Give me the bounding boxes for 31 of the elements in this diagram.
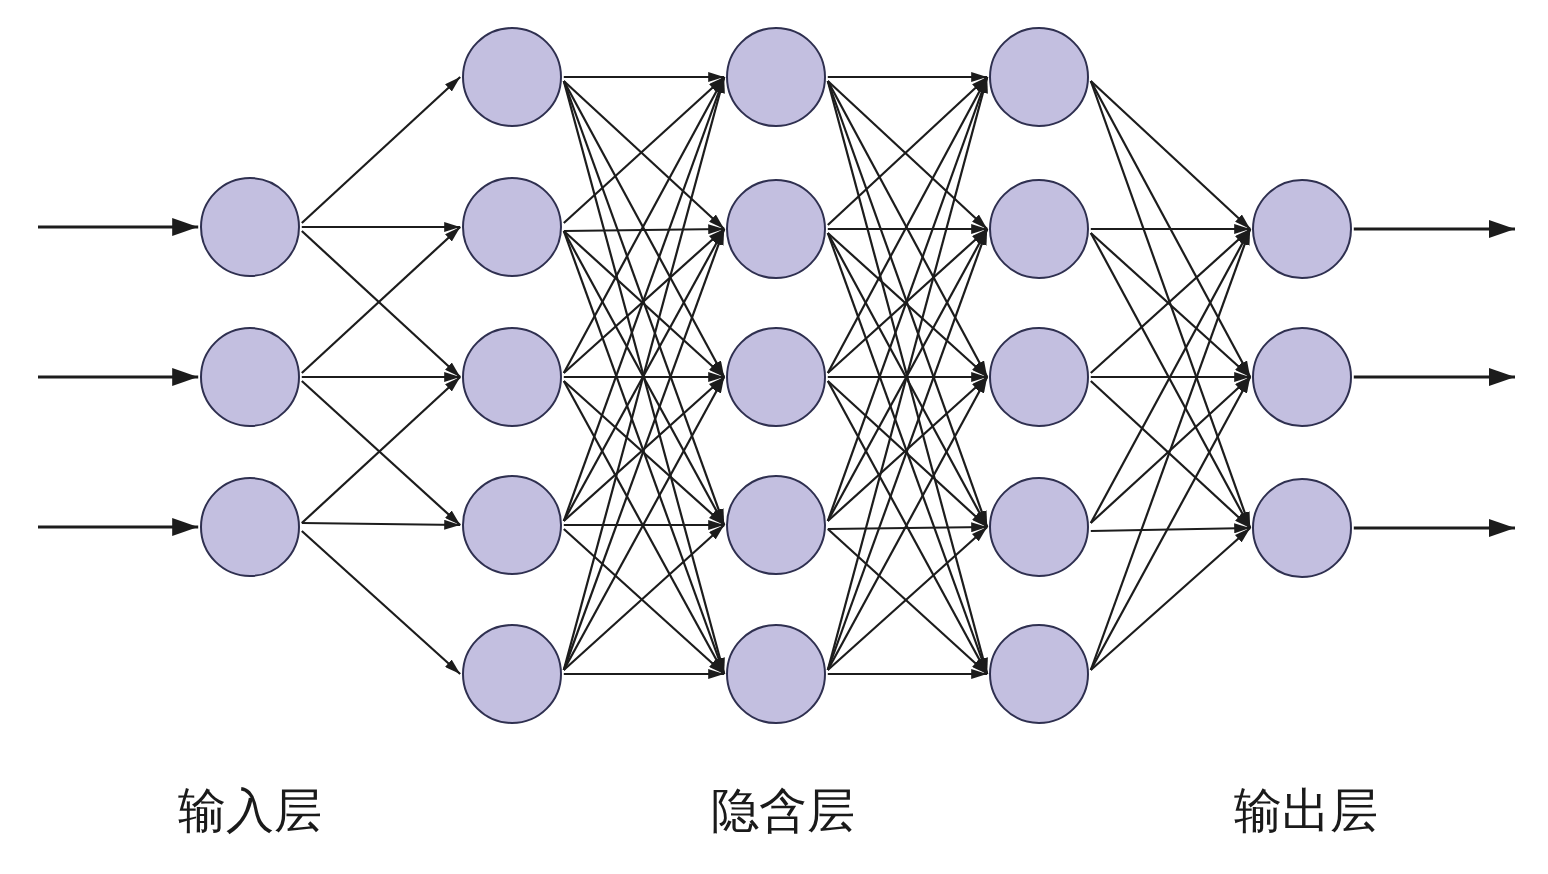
arrow: [1353, 519, 1515, 537]
arrow: [1090, 372, 1251, 382]
arrow: [301, 530, 461, 675]
arrow: [1090, 224, 1251, 234]
arrow: [1353, 368, 1515, 386]
layer-label: 隐含层: [711, 786, 855, 834]
arrow: [563, 224, 725, 235]
layer-label: 输入层: [178, 786, 322, 834]
arrow: [301, 519, 461, 530]
arrow: [301, 76, 461, 224]
arrow: [1089, 80, 1252, 378]
arrow: [827, 224, 988, 234]
layer-label: 输出层: [1234, 786, 1378, 834]
arrow: [38, 518, 199, 536]
arrow: [1353, 220, 1515, 238]
arrow: [1090, 527, 1251, 671]
arrow: [38, 368, 199, 386]
arrow: [827, 372, 988, 382]
arrow: [563, 72, 725, 82]
arrow: [563, 669, 725, 679]
arrow: [563, 372, 725, 382]
arrow: [1090, 80, 1251, 230]
arrow: [301, 372, 461, 382]
arrow: [827, 72, 988, 82]
arrow: [563, 520, 725, 530]
arrow: [1089, 376, 1252, 671]
arrow: [827, 669, 988, 679]
arrow: [827, 522, 988, 533]
arrow: [38, 218, 199, 236]
arrow: [301, 222, 461, 232]
arrow: [1090, 523, 1251, 534]
